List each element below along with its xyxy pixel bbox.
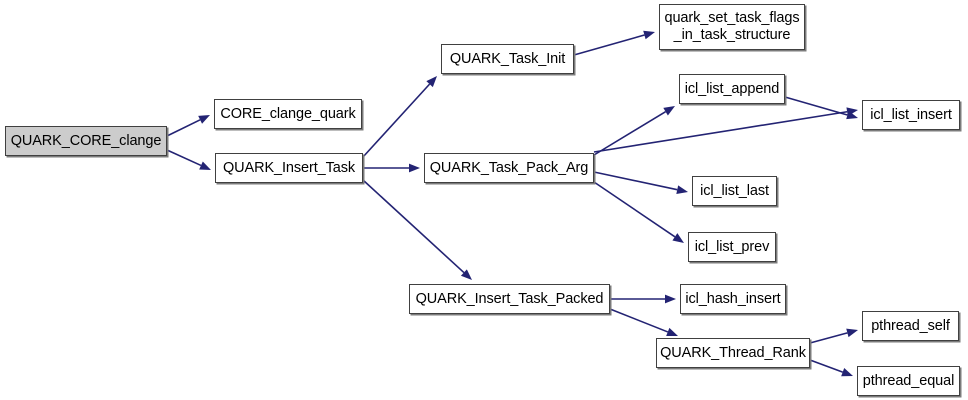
- graph-edge-quark_core_clange-to-quark_insert_task: [166, 149, 211, 170]
- graph-node-quark_insert_task[interactable]: QUARK_Insert_Task: [215, 153, 363, 183]
- graph-edge-quark_task_pack_arg-to-icl_list_last: [593, 171, 688, 195]
- graph-edge-quark_task_init-to-quark_set_task_flags: [573, 30, 655, 56]
- graph-edge-quark_insert_task_packed-to-quark_thread_rank: [609, 308, 678, 337]
- graph-edge-quark_insert_task-to-quark_insert_task_packed: [362, 179, 472, 280]
- graph-node-quark_set_task_flags[interactable]: quark_set_task_flags _in_task_structure: [659, 4, 805, 50]
- graph-edge-quark_insert_task-to-quark_task_pack_arg: [363, 163, 420, 173]
- graph-edge-quark_thread_rank-to-pthread_self: [809, 328, 858, 344]
- graph-edge-quark_insert_task-to-quark_task_init: [362, 76, 437, 158]
- graph-node-icl_list_append[interactable]: icl_list_append: [679, 74, 785, 104]
- graph-node-quark_insert_task_packed[interactable]: QUARK_Insert_Task_Packed: [409, 284, 610, 314]
- graph-edge-quark_task_pack_arg-to-icl_list_insert: [593, 107, 858, 153]
- graph-node-quark_task_pack_arg[interactable]: QUARK_Task_Pack_Arg: [424, 153, 594, 183]
- graph-node-core_clange_quark[interactable]: CORE_clange_quark: [214, 99, 362, 129]
- graph-node-quark_thread_rank[interactable]: QUARK_Thread_Rank: [656, 338, 810, 368]
- graph-edge-quark_core_clange-to-core_clange_quark: [166, 115, 210, 137]
- graph-node-pthread_self[interactable]: pthread_self: [862, 311, 959, 341]
- graph-node-icl_hash_insert[interactable]: icl_hash_insert: [680, 284, 786, 314]
- graph-node-quark_core_clange[interactable]: QUARK_CORE_clange: [5, 126, 167, 156]
- graph-edge-quark_task_pack_arg-to-icl_list_prev: [593, 181, 684, 243]
- graph-edge-quark_insert_task_packed-to-icl_hash_insert: [610, 294, 676, 304]
- graph-node-icl_list_last[interactable]: icl_list_last: [692, 176, 777, 206]
- graph-edge-icl_list_append-to-icl_list_insert: [784, 96, 858, 120]
- graph-edge-quark_thread_rank-to-pthread_equal: [809, 359, 853, 377]
- graph-node-icl_list_insert[interactable]: icl_list_insert: [862, 100, 960, 130]
- graph-node-quark_task_init[interactable]: QUARK_Task_Init: [441, 44, 574, 74]
- graph-node-pthread_equal[interactable]: pthread_equal: [857, 366, 960, 396]
- graph-edge-quark_task_pack_arg-to-icl_list_append: [593, 106, 675, 156]
- graph-node-icl_list_prev[interactable]: icl_list_prev: [688, 232, 776, 262]
